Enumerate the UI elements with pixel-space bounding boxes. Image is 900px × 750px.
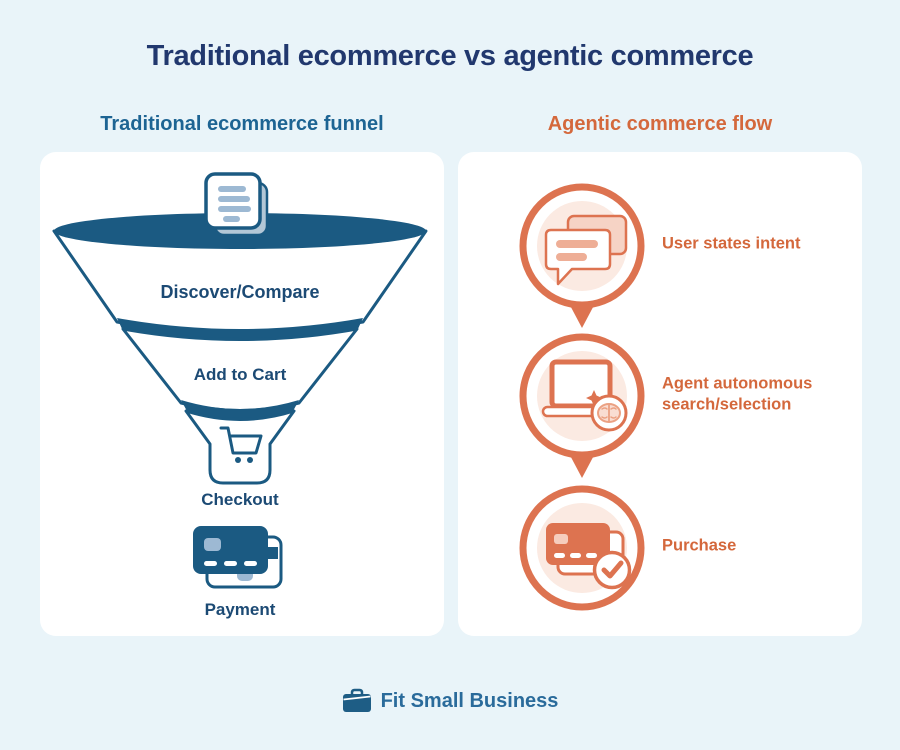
funnel-stage-checkout-label: Checkout	[201, 490, 279, 509]
flow-step-label-agent-search: Agent autonomous search/selection	[662, 374, 813, 413]
funnel-band-icon	[181, 400, 299, 421]
laptop-ai-brain-icon	[519, 333, 645, 478]
flow-step-label-intent: User states intent	[662, 234, 801, 253]
right-panel-heading: Agentic commerce flow	[547, 113, 773, 135]
briefcase-icon	[342, 688, 371, 712]
brand-name: Fit Small Business	[380, 689, 559, 712]
page-title: Traditional ecommerce vs agentic commerc…	[146, 40, 754, 72]
funnel-stage-discover-label: Discover/Compare	[160, 282, 319, 302]
shopping-cart-icon	[219, 426, 263, 463]
left-panel-heading: Traditional ecommerce funnel	[100, 113, 384, 135]
flow-step-label-purchase: Purchase	[662, 536, 737, 555]
footer-logo: Fit Small Business	[0, 688, 900, 714]
chat-bubbles-icon	[519, 183, 645, 328]
funnel-diagram: Discover/Compare Add to Cart Checkout Pa…	[52, 172, 428, 619]
funnel-spout-shape	[184, 409, 296, 485]
document-icon	[204, 172, 269, 237]
funnel-stage-addtocart-label: Add to Cart	[194, 365, 287, 384]
right-panel: User states intent Agent autonomous sear…	[458, 152, 862, 636]
credit-card-check-icon	[519, 485, 645, 611]
funnel-stage-payment-label: Payment	[205, 600, 276, 619]
credit-card-icon	[193, 526, 283, 589]
left-panel: Discover/Compare Add to Cart Checkout Pa…	[40, 152, 444, 636]
